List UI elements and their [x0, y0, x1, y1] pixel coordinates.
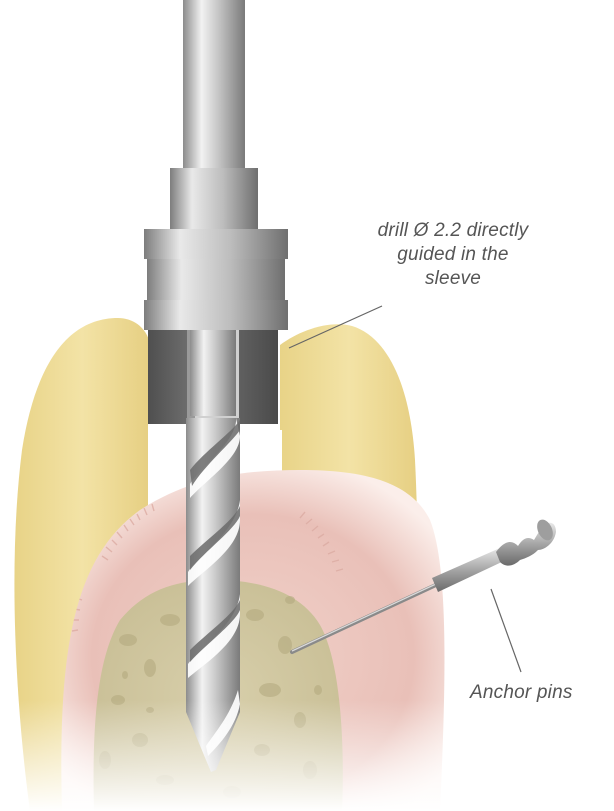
callout-drill-line2: guided in the [330, 243, 576, 267]
callout-drill-line1: drill Ø 2.2 directly [330, 219, 576, 243]
callout-anchor-pins: Anchor pins [470, 681, 610, 705]
drill-shaft [170, 0, 258, 230]
bottom-fade [0, 700, 614, 811]
leader-line-pins [491, 589, 521, 672]
callout-drill-sleeve: drill Ø 2.2 directly guided in the sleev… [330, 219, 576, 291]
callout-drill-line3: sleeve [330, 267, 576, 291]
guide-collar [144, 229, 288, 330]
